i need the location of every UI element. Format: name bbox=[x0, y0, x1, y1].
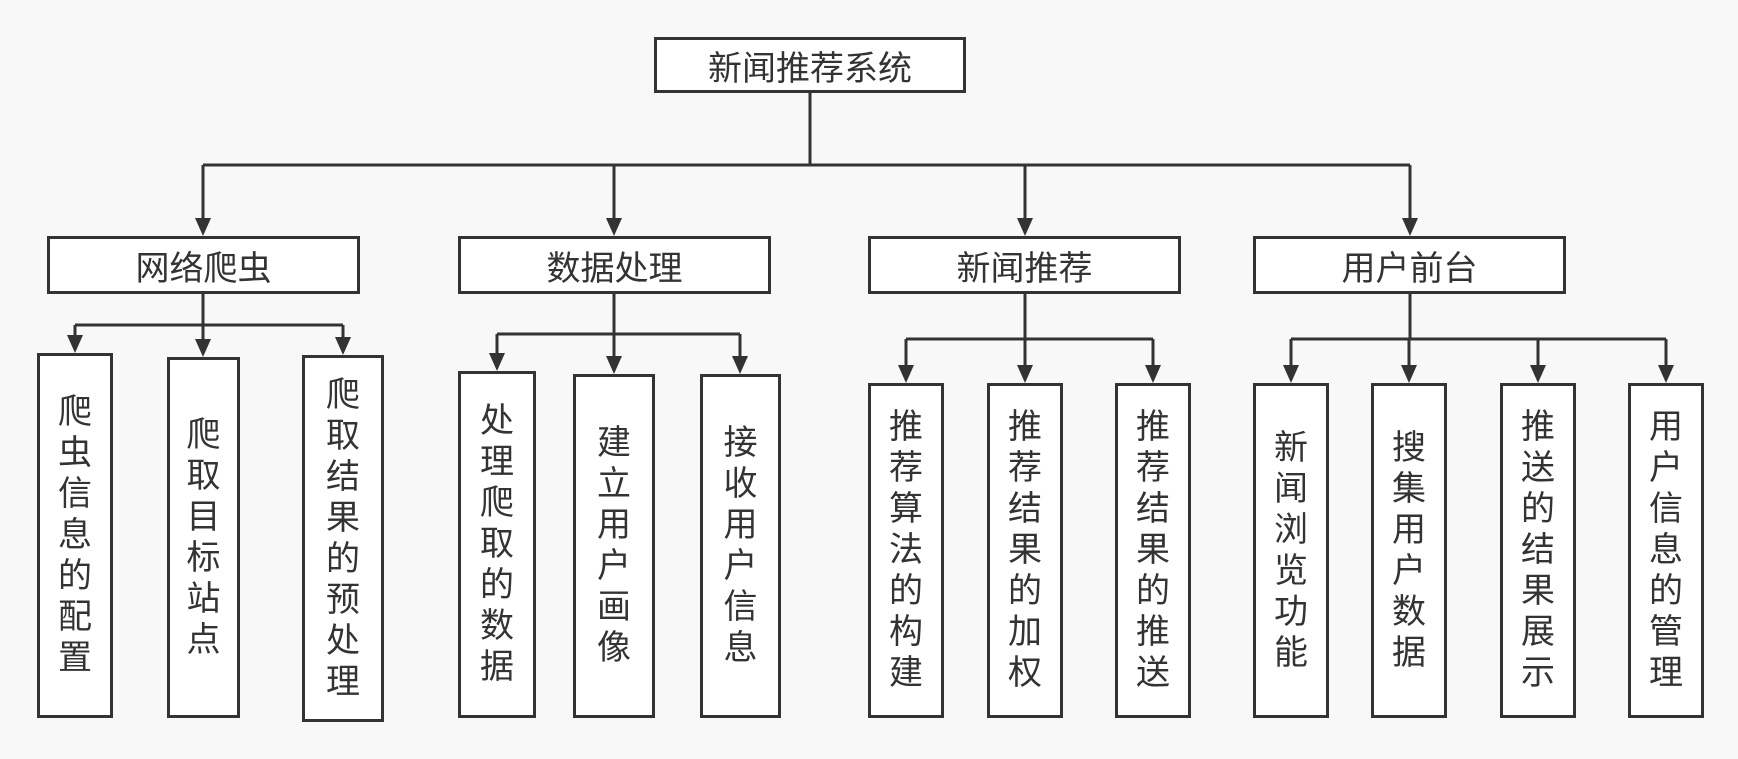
leaf-arrowhead bbox=[1145, 365, 1161, 383]
leaf-arrowhead bbox=[195, 339, 211, 357]
leaf-label: 爬虫信息的配置 bbox=[58, 392, 92, 678]
leaf-arrowhead bbox=[67, 335, 83, 353]
leaf-arrowhead bbox=[1401, 365, 1417, 383]
leaf-label: 接收用户信息 bbox=[723, 423, 758, 668]
leaf-node: 处理爬取的数据 bbox=[458, 371, 536, 718]
module-arrowhead bbox=[1402, 218, 1418, 236]
leaf-node: 爬取结果的预处理 bbox=[302, 355, 384, 722]
leaf-node: 新闻浏览功能 bbox=[1253, 383, 1329, 718]
root-node: 新闻推荐系统 bbox=[654, 37, 966, 93]
leaf-label: 推送的结果展示 bbox=[1521, 407, 1555, 693]
module-label: 数据处理 bbox=[546, 248, 683, 289]
leaf-node: 爬虫信息的配置 bbox=[37, 353, 113, 718]
leaf-node: 爬取目标站点 bbox=[167, 357, 240, 718]
leaf-arrowhead bbox=[1530, 365, 1546, 383]
leaf-label: 处理爬取的数据 bbox=[480, 401, 514, 687]
leaf-node: 推送的结果展示 bbox=[1500, 383, 1576, 718]
module-arrowhead bbox=[606, 218, 622, 236]
leaf-label: 新闻浏览功能 bbox=[1274, 427, 1308, 673]
module-label: 网络爬虫 bbox=[135, 248, 272, 289]
module-node-data-processing: 数据处理 bbox=[458, 236, 771, 294]
module-arrowhead bbox=[1017, 218, 1033, 236]
root-label: 新闻推荐系统 bbox=[708, 48, 912, 89]
leaf-label: 推荐结果的加权 bbox=[1008, 407, 1042, 693]
leaf-arrowhead bbox=[1283, 365, 1299, 383]
leaf-arrowhead bbox=[1017, 365, 1033, 383]
leaf-node: 用户信息的管理 bbox=[1628, 383, 1704, 718]
leaf-arrowhead bbox=[732, 356, 748, 374]
leaf-arrowhead bbox=[1658, 365, 1674, 383]
leaf-node: 接收用户信息 bbox=[700, 374, 781, 718]
module-node-news-recommendation: 新闻推荐 bbox=[868, 236, 1181, 294]
leaf-node: 推荐结果的加权 bbox=[987, 383, 1063, 718]
leaf-node: 推荐算法的构建 bbox=[868, 383, 944, 718]
module-label: 用户前台 bbox=[1341, 248, 1478, 289]
leaf-arrowhead bbox=[898, 365, 914, 383]
leaf-node: 建立用户画像 bbox=[573, 374, 655, 718]
leaf-label: 推荐算法的构建 bbox=[889, 407, 923, 693]
module-node-user-frontend: 用户前台 bbox=[1253, 236, 1566, 294]
module-arrowhead bbox=[195, 218, 211, 236]
leaf-label: 爬取目标站点 bbox=[186, 414, 221, 660]
leaf-arrowhead bbox=[489, 353, 505, 371]
leaf-label: 推荐结果的推送 bbox=[1136, 407, 1170, 693]
leaf-node: 搜集用户数据 bbox=[1371, 383, 1447, 718]
leaf-node: 推荐结果的推送 bbox=[1115, 383, 1191, 718]
leaf-label: 建立用户画像 bbox=[597, 423, 631, 668]
leaf-arrowhead bbox=[606, 356, 622, 374]
module-node-crawler: 网络爬虫 bbox=[47, 236, 360, 294]
leaf-label: 用户信息的管理 bbox=[1649, 407, 1683, 693]
leaf-arrowhead bbox=[335, 337, 351, 355]
module-label: 新闻推荐 bbox=[956, 248, 1093, 289]
leaf-label: 爬取结果的预处理 bbox=[326, 374, 360, 702]
leaf-label: 搜集用户数据 bbox=[1392, 427, 1426, 673]
